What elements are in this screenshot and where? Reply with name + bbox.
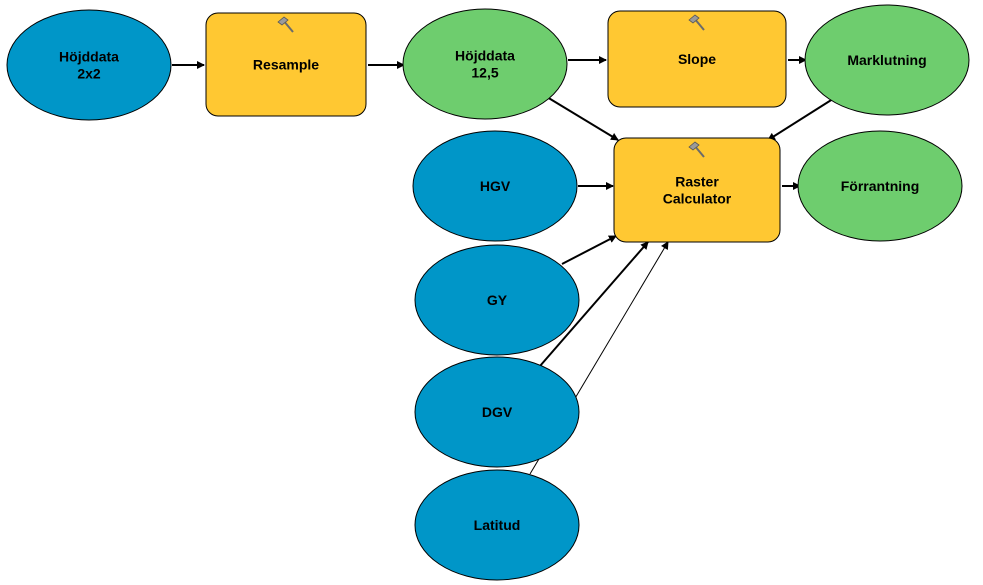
node-label: Marklutning <box>847 52 926 68</box>
node-slope[interactable]: Slope <box>607 10 787 108</box>
node-forrantning[interactable]: Förrantning <box>797 130 963 242</box>
node-label: Calculator <box>663 191 732 207</box>
tool-shape <box>613 137 781 243</box>
node-label: Raster <box>675 174 719 190</box>
node-gy[interactable]: GY <box>414 244 580 356</box>
node-label: 12,5 <box>471 65 498 81</box>
tool-shape <box>607 10 787 108</box>
node-resample[interactable]: Resample <box>205 12 367 117</box>
node-label: GY <box>487 292 508 308</box>
node-label: Resample <box>253 57 319 73</box>
input-shape <box>414 469 580 581</box>
node-label: HGV <box>480 178 511 194</box>
node-label: Förrantning <box>841 178 920 194</box>
edge-dgv-to-raster-calculator <box>539 241 649 367</box>
input-shape <box>6 9 172 121</box>
hammer-icon <box>688 14 705 31</box>
edge-marklutning-to-raster-calculator <box>767 96 837 141</box>
output-shape <box>402 8 568 120</box>
node-label: Slope <box>678 51 716 67</box>
node-marklutning[interactable]: Marklutning <box>804 4 970 116</box>
edge-hojddata-12-5-to-raster-calculator <box>541 93 619 141</box>
node-label: Höjddata <box>59 49 119 65</box>
node-hgv[interactable]: HGV <box>412 130 578 242</box>
tool-shape <box>205 12 367 117</box>
node-label: DGV <box>482 404 513 420</box>
node-label: Höjddata <box>455 48 515 64</box>
edge-gy-to-raster-calculator <box>561 235 617 265</box>
node-dgv[interactable]: DGV <box>414 356 580 468</box>
input-shape <box>412 130 578 242</box>
hammer-icon <box>277 16 294 33</box>
output-shape <box>797 130 963 242</box>
node-label: 2x2 <box>77 66 101 82</box>
hammer-icon <box>688 141 705 158</box>
input-shape <box>414 356 580 468</box>
input-shape <box>414 244 580 356</box>
node-latitud[interactable]: Latitud <box>414 469 580 581</box>
node-label: Latitud <box>474 517 521 533</box>
output-shape <box>804 4 970 116</box>
